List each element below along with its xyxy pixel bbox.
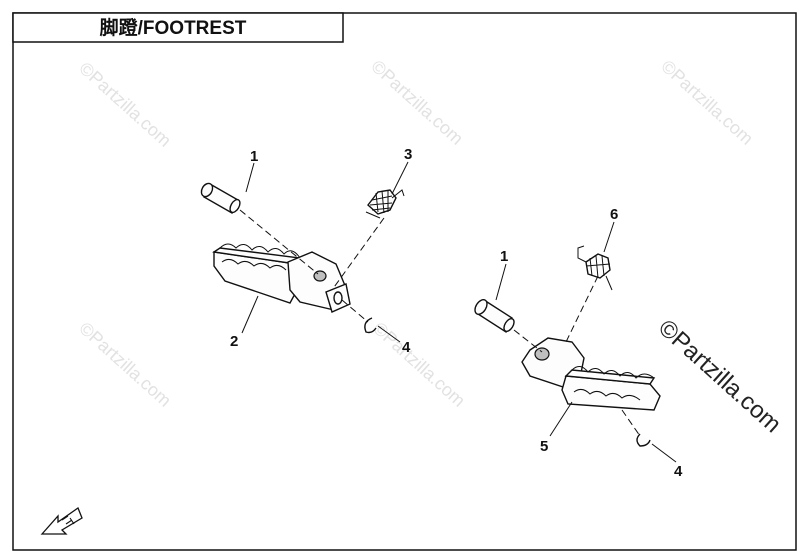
callout-label: 4 [674,463,683,480]
watermark-text: ©Partzilla.com [657,56,757,149]
callout-leader [245,162,255,193]
assembly-line [341,299,369,323]
watermark-text: ©Partzilla.com [367,56,467,149]
callouts: 1 3 2 4 1 6 5 4 [230,146,683,480]
watermark-text: ©Partzilla.com [75,58,175,151]
callout-label: 1 [250,148,258,165]
watermark-text: ©Partzilla.com [75,318,175,411]
callout-leader [495,263,507,301]
watermark-text: ©Partzilla.com [369,318,469,411]
callout-leader [651,443,677,463]
spring-part-3 [365,189,405,219]
watermarks: ©Partzilla.com ©Partzilla.com ©Partzilla… [75,56,786,438]
footpeg-part-2 [212,243,351,313]
diagram-title: 脚蹬/FOOTREST [100,17,247,39]
callout-leader [603,221,615,253]
callout-label: 2 [230,333,238,350]
spring-part-6 [577,245,613,291]
assembly-line [239,209,319,275]
pin-part-1-left [200,182,241,214]
assembly-line [621,409,641,437]
assembly-line [565,275,599,343]
assembly-line [331,217,385,291]
callout-label: 5 [540,438,548,455]
front-direction-arrow-icon [40,506,83,535]
watermark-dark-text: ©Partzilla.com [653,314,786,438]
callout-leader [241,295,259,334]
callout-leader [549,401,573,437]
callout-label: 1 [500,248,508,265]
right-footrest-assembly [474,245,661,447]
pin-part-1-right [474,298,515,334]
callout-label: 4 [402,339,411,356]
footpeg-part-5 [521,337,661,411]
callout-leader [377,325,401,343]
callout-label: 3 [404,146,412,163]
clip-part-4-left [364,317,377,334]
title-box [12,12,344,43]
diagram-frame [12,12,797,551]
assembly-line [513,329,543,353]
callout-label: 6 [610,206,618,223]
left-footrest-assembly [200,182,405,334]
callout-leader [391,161,409,195]
clip-part-4-right [636,433,651,447]
